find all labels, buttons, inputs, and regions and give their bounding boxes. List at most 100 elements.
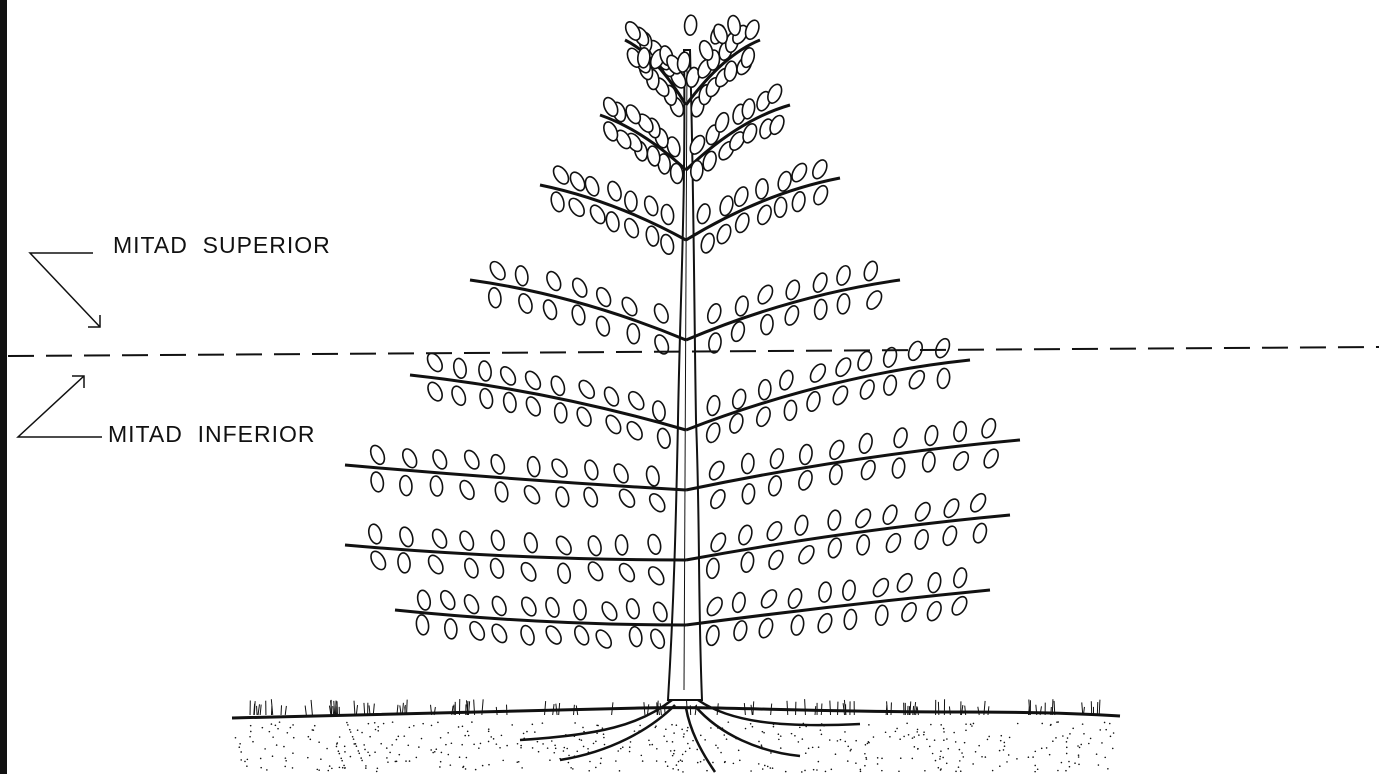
soil-dot (600, 763, 602, 765)
leaf (731, 591, 747, 613)
soil-dot (808, 748, 810, 750)
soil-dot (593, 743, 595, 745)
soil-dot (1000, 735, 1002, 737)
grass-blade (364, 703, 365, 715)
leaf (646, 533, 662, 555)
soil-dot (482, 765, 484, 767)
leaf (605, 211, 621, 233)
soil-dot (914, 746, 916, 748)
leaf (699, 232, 716, 255)
soil-dot (1004, 742, 1006, 744)
soil-dot (499, 747, 501, 749)
leaf (793, 514, 809, 536)
soil-dot (972, 763, 974, 765)
leaf (870, 576, 891, 599)
leaf (813, 299, 828, 320)
leaf (659, 233, 675, 255)
soil-dot (320, 758, 322, 760)
soil-dot (1052, 740, 1054, 742)
grass-blade (1052, 699, 1053, 715)
soil-dot (619, 770, 621, 772)
soil-dot (673, 732, 675, 734)
soil-dot (353, 743, 355, 745)
grass-blade (559, 703, 560, 715)
soil-dot (488, 731, 490, 733)
grass-blade (830, 701, 831, 715)
soil-dot (475, 769, 477, 771)
soil-dot (260, 767, 262, 769)
soil-dot (825, 771, 827, 773)
soil-dot (940, 750, 942, 752)
soil-dot (1061, 762, 1063, 764)
soil-dot (387, 761, 389, 763)
soil-dot (516, 761, 518, 763)
soil-dot (403, 735, 405, 737)
leaf (941, 497, 961, 520)
leaf (858, 378, 877, 401)
soil-dot (686, 730, 688, 732)
soil-dot (413, 725, 415, 727)
soil-dot (392, 721, 394, 723)
leaf (514, 265, 529, 287)
leaf (731, 388, 748, 411)
soil-dot (1078, 754, 1080, 756)
soil-stipple (235, 721, 1115, 773)
label-arrows (18, 253, 102, 437)
leaf (774, 197, 788, 218)
soil-dot (461, 744, 463, 746)
soil-dot (942, 757, 944, 759)
soil-dot (1066, 747, 1068, 749)
soil-dot (1082, 723, 1084, 725)
soil-dot (568, 762, 570, 764)
leaf (760, 314, 774, 335)
soil-dot (542, 722, 544, 724)
grass-blade (258, 704, 259, 715)
soil-dot (654, 727, 656, 729)
soil-dot (727, 721, 729, 723)
soil-dot (398, 736, 400, 738)
soil-dot (391, 744, 393, 746)
soil-dot (272, 736, 274, 738)
soil-dot (448, 754, 450, 756)
leaf (768, 447, 785, 470)
soil-dot (409, 760, 411, 762)
soil-dot (292, 752, 294, 754)
leaf (684, 15, 698, 36)
soil-dot (1104, 757, 1106, 759)
leaf (941, 524, 959, 547)
soil-dot (440, 761, 442, 763)
soil-dot (595, 741, 597, 743)
soil-dot (285, 760, 287, 762)
soil-dot (1096, 753, 1098, 755)
soil-dot (353, 738, 355, 740)
soil-dot (794, 735, 796, 737)
branch-left (395, 610, 686, 625)
soil-dot (496, 743, 498, 745)
leaf (830, 384, 850, 407)
soil-dot (932, 753, 934, 755)
soil-dot (1101, 742, 1103, 744)
leaf (647, 491, 668, 514)
leaf (805, 390, 822, 413)
leaf (923, 424, 939, 446)
soil-dot (908, 734, 910, 736)
soil-dot (374, 751, 376, 753)
leaf (570, 304, 586, 326)
soil-dot (1112, 748, 1114, 750)
soil-dot (490, 736, 492, 738)
soil-dot (439, 766, 441, 768)
leaf (778, 369, 796, 392)
soil-dot (488, 764, 490, 766)
soil-dot (847, 760, 849, 762)
soil-dot (365, 767, 367, 769)
soil-dot (493, 738, 495, 740)
soil-dot (973, 723, 975, 725)
soil-dot (1006, 761, 1008, 763)
soil-dot (596, 732, 598, 734)
soil-dot (269, 731, 271, 733)
soil-dot (260, 758, 262, 760)
soil-dot (683, 733, 685, 735)
soil-dot (555, 748, 557, 750)
leaf (971, 522, 989, 545)
soil-dot (447, 732, 449, 734)
